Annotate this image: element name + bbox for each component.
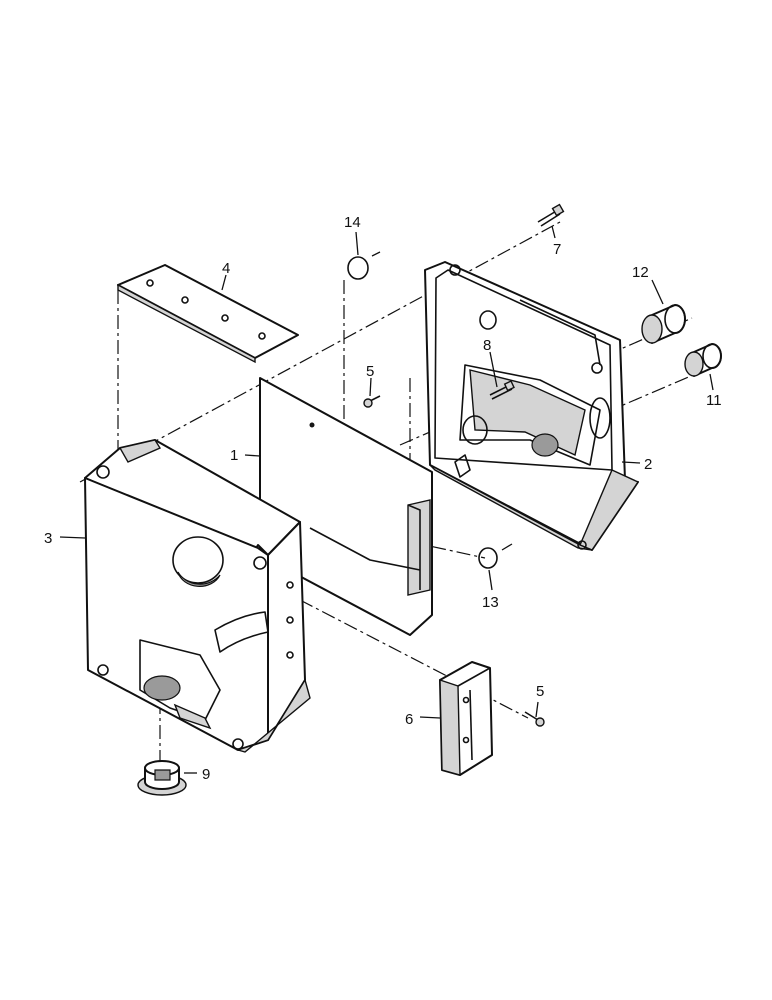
callout-labels: 1 2 3 4 5 5 6 7 8 9 11 12 13 14 [44,214,722,783]
callout-11: 11 [706,392,722,409]
callout-5-upper: 5 [366,363,374,380]
part-6-bracket [439,661,493,776]
callout-13: 13 [482,594,499,611]
callout-6: 6 [405,711,413,728]
callout-8: 8 [483,337,491,354]
part-12-bushing [641,304,686,344]
part-4-top-plate [117,264,299,364]
part-1-internal-plate [259,377,433,636]
part-5-screw-upper [363,395,381,408]
part-3-front-housing [84,439,311,753]
part-8-bolt [489,380,515,400]
callout-4: 4 [222,260,230,277]
part-5-screw-lower [524,711,545,727]
callout-3: 3 [44,530,52,547]
part-9-plug [137,760,187,796]
leader-lines [59,225,714,774]
callout-9: 9 [202,766,210,783]
callout-5-lower: 5 [536,683,544,700]
callout-2: 2 [644,456,652,473]
callout-1: 1 [230,447,238,464]
part-2-rear-housing [424,261,640,551]
callout-7: 7 [553,241,561,258]
part-7-bolt [537,203,565,227]
part-13-o-ring [478,547,498,569]
part-11-bushing [684,343,722,377]
callout-12: 12 [632,264,649,281]
part-14-o-ring [347,256,369,280]
callout-14: 14 [344,214,361,231]
